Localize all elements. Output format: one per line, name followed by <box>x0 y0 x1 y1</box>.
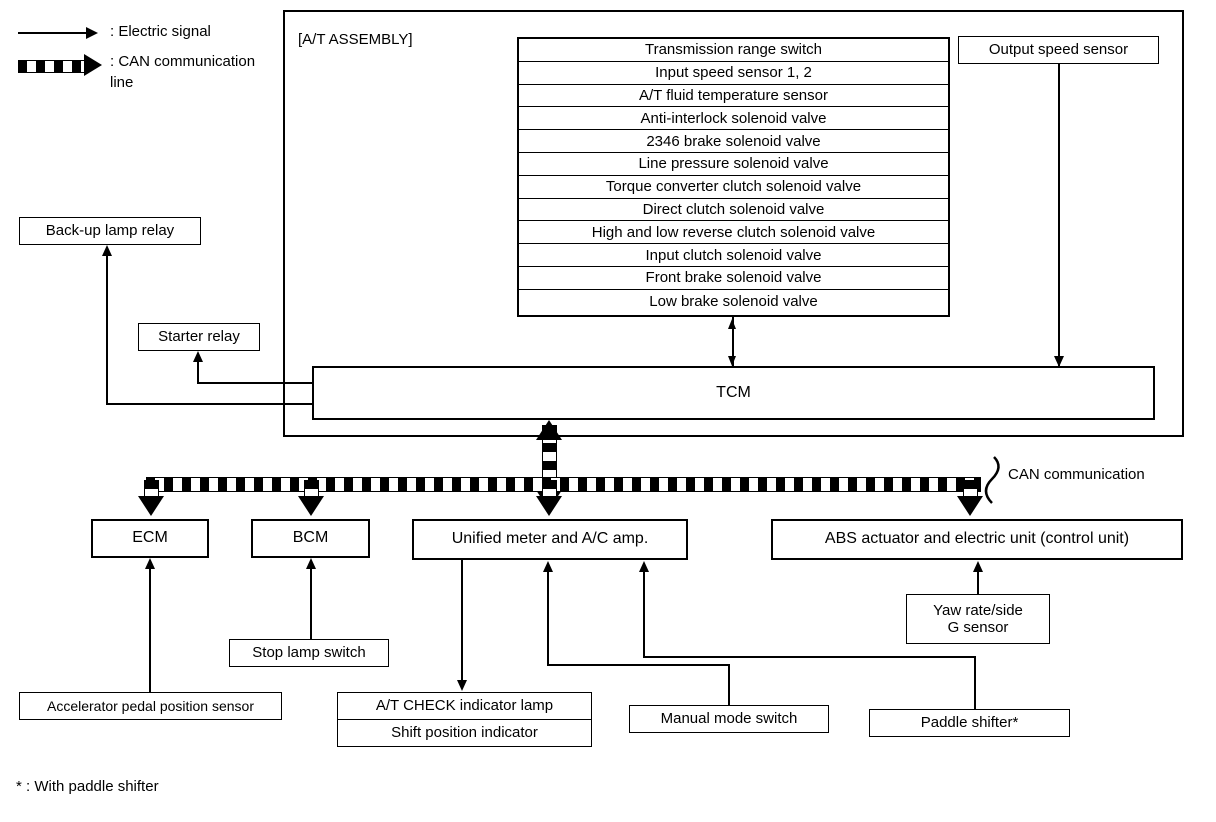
list-item: A/T fluid temperature sensor <box>519 85 948 108</box>
stop-lamp-switch-connector <box>310 563 312 640</box>
at-component-list: Transmission range switch Input speed se… <box>517 37 950 317</box>
can-drop-abs <box>963 480 978 500</box>
arrow-up-icon <box>306 558 316 569</box>
electric-signal-legend-line <box>18 32 90 34</box>
can-arrow-down-icon <box>536 496 562 516</box>
backup-lamp-relay-connector-horizontal <box>106 403 314 405</box>
can-arrow-down-icon <box>957 496 983 516</box>
ecm-box: ECM <box>91 519 209 558</box>
list-item: High and low reverse clutch solenoid val… <box>519 221 948 245</box>
list-item: Input speed sensor 1, 2 <box>519 62 948 85</box>
arrow-up-icon <box>543 561 553 572</box>
arrow-down-icon <box>457 680 467 691</box>
manual-mode-switch-connector-horizontal <box>547 664 730 666</box>
legend-can-label-line1: : CAN communication <box>110 53 256 70</box>
arrow-right-icon <box>86 27 98 39</box>
yaw-rate-sensor-connector <box>977 566 979 596</box>
yaw-rate-side-g-sensor-box: Yaw rate/side G sensor <box>906 594 1050 644</box>
manual-mode-switch-connector-vertical-b <box>728 664 730 705</box>
abs-unit-box: ABS actuator and electric unit (control … <box>771 519 1183 560</box>
list-item: Transmission range switch <box>519 39 948 62</box>
list-tcm-connector <box>732 317 734 366</box>
can-arrow-down-icon <box>138 496 164 516</box>
legend-can-label-line2: line <box>110 74 134 91</box>
arrow-up-icon <box>102 245 112 256</box>
list-item: Input clutch solenoid valve <box>519 244 948 267</box>
unified-meter-box: Unified meter and A/C amp. <box>412 519 688 560</box>
output-speed-sensor-connector <box>1058 64 1060 366</box>
bcm-box: BCM <box>251 519 370 558</box>
can-drop-unified-meter <box>542 480 557 500</box>
output-speed-sensor-box: Output speed sensor <box>958 36 1159 64</box>
at-check-lamp-connector <box>461 560 463 686</box>
arrow-up-icon <box>639 561 649 572</box>
paddle-shifter-meter-connector-vertical-b <box>974 656 976 709</box>
at-assembly-label: [A/T ASSEMBLY] <box>298 31 413 48</box>
can-bus-terminator-squiggle <box>984 456 1000 504</box>
can-drop-ecm <box>144 480 159 500</box>
list-item: Anti-interlock solenoid valve <box>519 107 948 131</box>
starter-relay-connector-horizontal <box>197 382 314 384</box>
arrow-up-icon <box>193 351 203 362</box>
paddle-shifter-box: Paddle shifter* <box>869 709 1070 737</box>
list-item: Low brake solenoid valve <box>649 292 818 310</box>
can-arrow-up-icon <box>536 420 562 440</box>
arrow-down-icon <box>728 356 736 366</box>
tcm-box: TCM <box>312 366 1155 420</box>
paddle-shifter-meter-connector-vertical-a <box>643 566 645 658</box>
arrow-up-icon <box>973 561 983 572</box>
at-assembly-container <box>283 10 1184 437</box>
list-item: Torque converter clutch solenoid valve <box>519 176 948 199</box>
dashed-arrow-right-icon <box>84 54 102 76</box>
footnote: * : With paddle shifter <box>16 778 159 795</box>
list-item: Direct clutch solenoid valve <box>519 199 948 222</box>
shift-position-indicator-box: Shift position indicator <box>337 719 592 747</box>
manual-mode-switch-box: Manual mode switch <box>629 705 829 733</box>
can-bus-line <box>146 477 981 492</box>
stop-lamp-switch-box: Stop lamp switch <box>229 639 389 667</box>
can-drop-bcm <box>304 480 319 500</box>
backup-lamp-relay-connector-vertical <box>106 248 108 405</box>
paddle-shifter-meter-connector-horizontal <box>643 656 976 658</box>
arrow-up-icon <box>728 319 736 329</box>
accelerator-pedal-sensor-box: Accelerator pedal position sensor <box>19 692 282 720</box>
arrow-up-icon <box>145 558 155 569</box>
legend-electric-signal-label: : Electric signal <box>110 23 211 40</box>
arrow-down-icon <box>1054 356 1064 367</box>
at-check-indicator-lamp-box: A/T CHECK indicator lamp <box>337 692 592 720</box>
can-communication-legend-line <box>18 60 86 73</box>
backup-lamp-relay-box: Back-up lamp relay <box>19 217 201 245</box>
yaw-rate-sensor-label-line2: G sensor <box>947 619 1009 636</box>
starter-relay-connector-vertical <box>197 354 199 384</box>
accelerator-pedal-connector <box>149 563 151 693</box>
can-bus-label: CAN communication <box>1008 466 1145 483</box>
list-item: 2346 brake solenoid valve <box>519 130 948 153</box>
can-arrow-down-icon <box>298 496 324 516</box>
list-item: Line pressure solenoid valve <box>519 153 948 176</box>
manual-mode-switch-connector-vertical-a <box>547 566 549 666</box>
yaw-rate-sensor-label-line1: Yaw rate/side <box>933 601 1023 619</box>
starter-relay-box: Starter relay <box>138 323 260 351</box>
list-item: Front brake solenoid valve <box>519 267 948 290</box>
